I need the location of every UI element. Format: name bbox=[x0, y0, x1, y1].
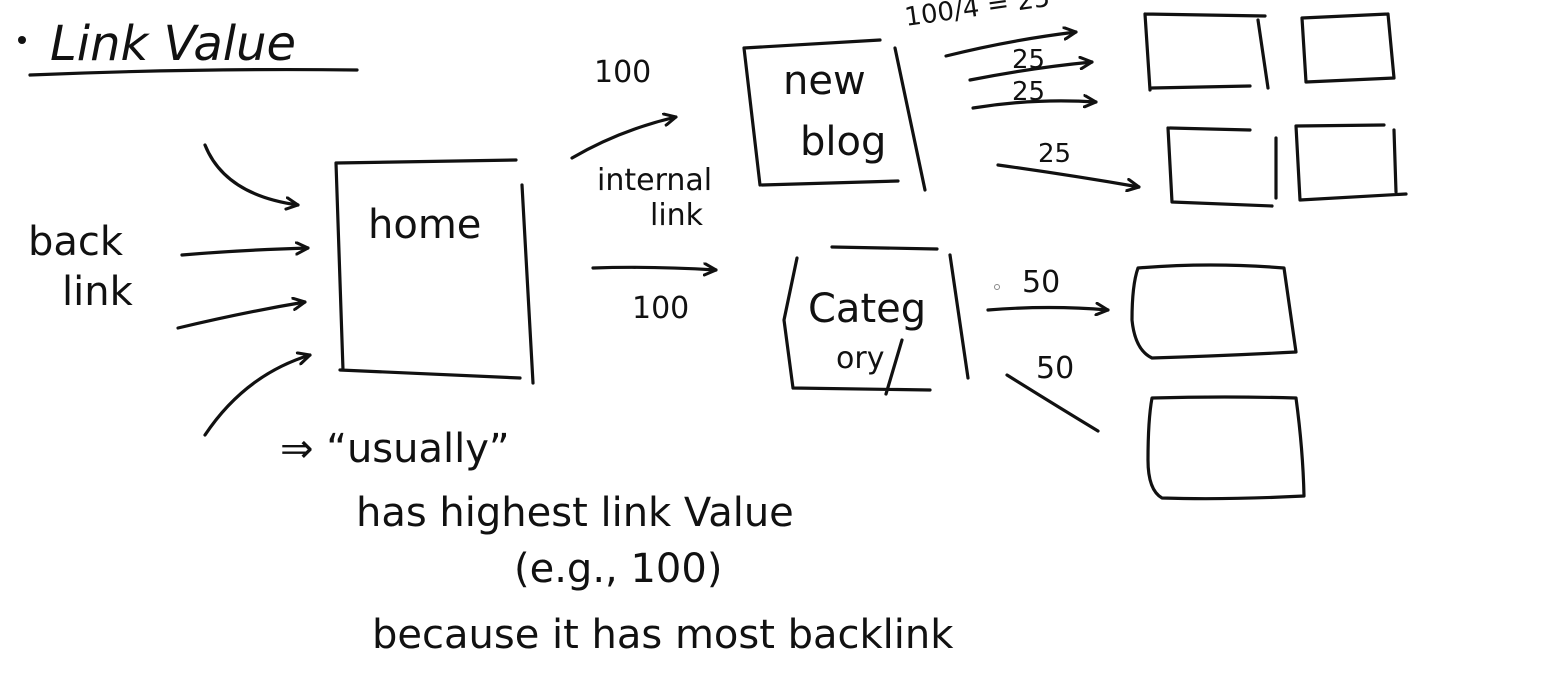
backlink-arrow-4 bbox=[203, 355, 312, 437]
new-blog-box bbox=[742, 38, 927, 192]
bullet-point bbox=[18, 36, 26, 44]
backlink-arrow-3 bbox=[176, 302, 307, 330]
home-box bbox=[334, 158, 535, 385]
backlink-label-line1: back bbox=[28, 219, 124, 265]
note-line-4: because it has most backlink bbox=[372, 612, 954, 658]
category-label-line1: Categ bbox=[808, 286, 926, 332]
category-label-line2: ory bbox=[836, 341, 884, 376]
category-split-line-2 bbox=[1005, 373, 1100, 433]
backlink-arrow-1 bbox=[203, 143, 300, 205]
blog-split-arrow-2 bbox=[968, 62, 1094, 82]
new-blog-label-line1: new bbox=[783, 58, 866, 104]
blog-split-arrow-3 bbox=[971, 101, 1098, 110]
top-link-value: 100 bbox=[594, 55, 651, 90]
title-underline bbox=[28, 67, 359, 77]
blog-child-page-2 bbox=[1300, 12, 1396, 84]
backlink-label-line2: link bbox=[62, 269, 134, 315]
blog-split-arrow-1 bbox=[944, 32, 1078, 58]
internal-link-label-line2: link bbox=[650, 198, 704, 233]
category-split-dot bbox=[994, 284, 1000, 290]
new-blog-label-line2: blog bbox=[800, 119, 886, 165]
category-split-value-1: 50 bbox=[1022, 265, 1060, 300]
internal-link-label-line1: internal bbox=[597, 163, 712, 198]
blog-child-page-4 bbox=[1294, 123, 1408, 202]
note-line-2: has highest link Value bbox=[356, 490, 794, 536]
blog-child-page-1 bbox=[1143, 12, 1270, 92]
internal-link-arrow-bottom bbox=[591, 267, 718, 270]
category-box bbox=[782, 245, 970, 396]
note-line-3: (e.g., 100) bbox=[514, 546, 722, 592]
blog-child-page-3 bbox=[1166, 126, 1278, 208]
blog-split-arrow-4 bbox=[996, 163, 1141, 187]
category-child-page-2 bbox=[1146, 395, 1306, 501]
backlink-arrow-2 bbox=[180, 248, 310, 257]
internal-link-arrow-top bbox=[570, 117, 678, 160]
blog-split-value-4: 25 bbox=[1038, 139, 1071, 169]
bottom-link-value: 100 bbox=[632, 291, 689, 326]
home-node-label: home bbox=[368, 202, 481, 248]
note-line-1: ⇒ “usually” bbox=[280, 426, 510, 472]
page-title: Link Value bbox=[50, 16, 296, 72]
category-split-arrow-1 bbox=[986, 308, 1110, 311]
split-formula: 100/4 = 25 bbox=[903, 0, 1052, 33]
category-child-page-1 bbox=[1130, 263, 1298, 360]
category-split-value-2: 50 bbox=[1036, 351, 1074, 386]
